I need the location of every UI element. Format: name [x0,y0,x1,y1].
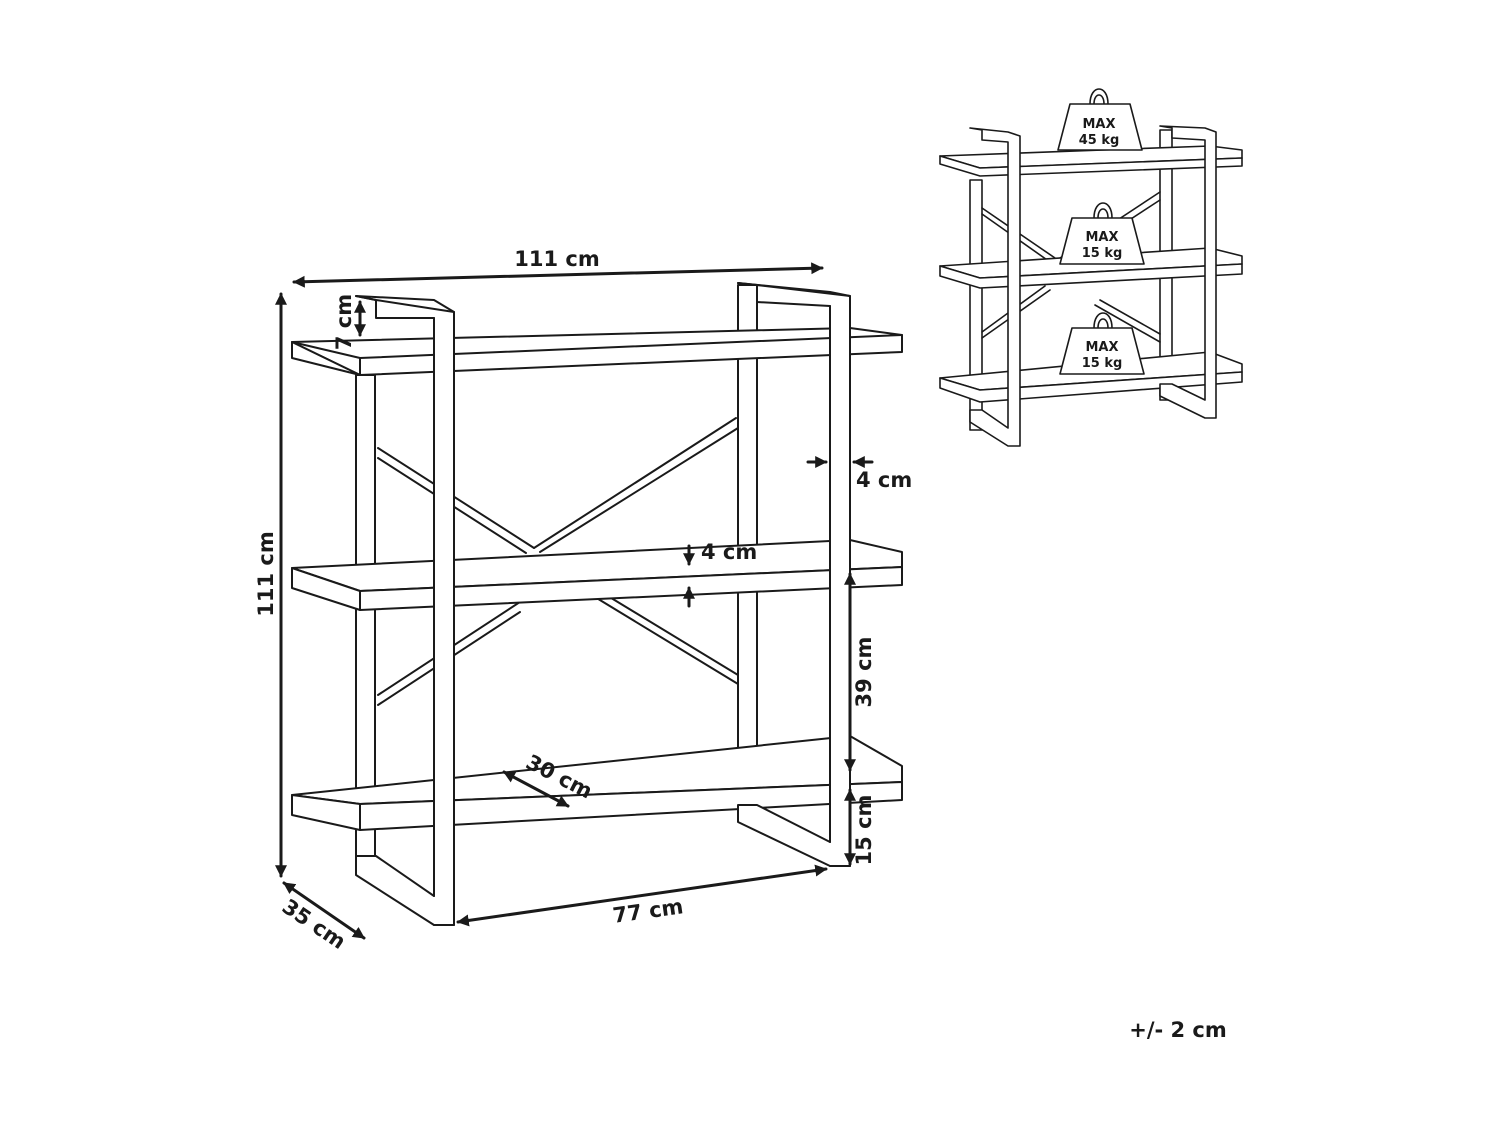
label-height-total: 111 cm [254,531,278,616]
dim-shelf-depth-line [502,770,570,808]
weight-handle-icon [1093,202,1113,219]
weight-max-label: MAX [1085,230,1118,245]
label-leg-width: 4 cm [856,468,912,492]
weight-value: 15 kg [1082,246,1123,261]
front-right-frame [737,282,851,867]
dim-inner-width-line [456,864,828,927]
dim-depth-line [282,881,366,940]
weight-icon [1057,103,1143,151]
weight-top-shelf: MAX 45 kg [1057,88,1143,151]
load-capacity-diagram [939,125,1243,447]
shelf-top [291,327,903,376]
weight-handle-icon [1089,88,1109,105]
label-bottom-clearance: 15 cm [852,795,876,866]
shelf-middle [291,539,903,611]
tolerance-note: +/- 2 cm [1129,1018,1227,1042]
weight-bottom-shelf: MAX 15 kg [1059,312,1145,375]
weight-icon [1059,217,1145,265]
shelf-bottom [291,735,903,831]
label-top-offset: 7 cm [332,294,356,350]
weight-value: 15 kg [1082,356,1123,371]
dim-width-line [292,262,824,288]
dimension-lines [275,262,874,940]
main-shelf-drawing [291,282,903,926]
label-shelf-spacing: 39 cm [852,637,876,708]
weight-handle-icon [1093,312,1113,329]
weight-icon [1059,327,1145,375]
weight-max-label: MAX [1082,117,1115,132]
label-shelf-thickness: 4 cm [701,540,757,564]
weight-value: 45 kg [1079,133,1120,148]
label-width-top: 111 cm [514,247,599,271]
front-left-frame [355,295,455,926]
weight-middle-shelf: MAX 15 kg [1059,202,1145,265]
weight-max-label: MAX [1085,340,1118,355]
